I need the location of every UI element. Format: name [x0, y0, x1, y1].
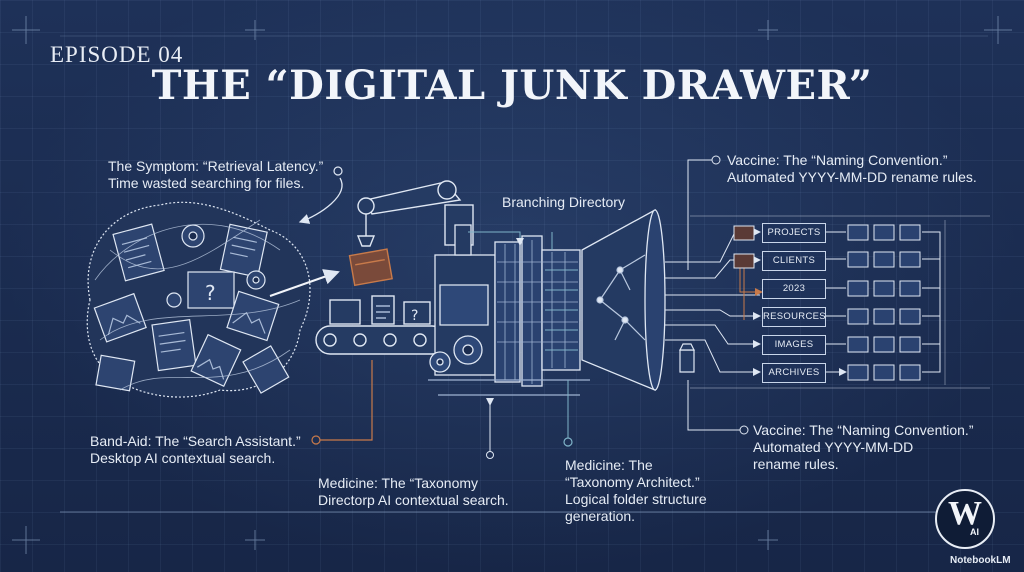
- folder-clients: CLIENTS: [762, 251, 826, 271]
- folder-grid: [690, 215, 990, 389]
- medicine-2-line-3: Logical folder structure: [565, 491, 707, 507]
- folder-archives: ARCHIVES: [762, 363, 826, 383]
- medicine-1-line-2: Directorp AI contextual search.: [318, 492, 509, 508]
- vaccine-top-line-2: Automated YYYY-MM-DD rename rules.: [727, 169, 977, 185]
- folder-2023: 2023: [762, 279, 826, 299]
- junk-pile: ?: [86, 201, 311, 398]
- symptom-caption: The Symptom: “Retrieval Latency.” Time w…: [108, 158, 323, 192]
- medicine-2-line-1: Medicine: The: [565, 457, 653, 473]
- frame-marks: [12, 16, 1012, 554]
- branching-directory-label: Branching Directory: [502, 194, 625, 210]
- page-title: THE “DIGITAL JUNK DRAWER”: [151, 62, 873, 109]
- medicine-caption-1: Medicine: The “Taxonomy Directorp AI con…: [318, 475, 509, 509]
- folder-images: IMAGES: [762, 335, 826, 355]
- sorting-funnel: [581, 208, 666, 391]
- episode-label: EPISODE 04: [50, 42, 184, 67]
- vaccine-bottom-line-2: Automated YYYY-MM-DD: [753, 439, 914, 455]
- symptom-line-2: Time wasted searching for files.: [108, 175, 305, 191]
- band-aid-line-2: Desktop AI contextual search.: [90, 450, 276, 466]
- band-aid-caption: Band-Aid: The “Search Assistant.” Deskto…: [90, 433, 301, 467]
- vaccine-bottom-line-1: Vaccine: The “Naming Convention.”: [753, 422, 974, 438]
- band-aid-line-1: Band-Aid: The “Search Assistant.”: [90, 433, 301, 449]
- svg-text:?: ?: [205, 281, 216, 305]
- logo-sub: AI: [970, 527, 979, 537]
- logo-letter: W: [948, 495, 982, 532]
- conveyor-belt: ?: [315, 295, 447, 355]
- medicine-2-line-2: “Taxonomy Architect.”: [565, 474, 700, 490]
- vaccine-top-line-1: Vaccine: The “Naming Convention.”: [727, 152, 948, 168]
- cleanup-bot-icon: [679, 343, 695, 373]
- medicine-caption-2: Medicine: The “Taxonomy Architect.” Logi…: [565, 457, 707, 525]
- vaccine-bottom-caption: Vaccine: The “Naming Convention.” Automa…: [753, 422, 973, 473]
- medicine-1-line-1: Medicine: The “Taxonomy: [318, 475, 479, 491]
- folder-projects: PROJECTS: [762, 223, 826, 243]
- vaccine-top-caption: Vaccine: The “Naming Convention.” Automa…: [727, 152, 977, 186]
- brand-logo: W AI: [935, 489, 995, 549]
- vaccine-bottom-line-3: rename rules.: [753, 456, 839, 472]
- svg-text:?: ?: [411, 308, 418, 324]
- source-credit: NotebookLM: [950, 555, 1011, 566]
- symptom-line-1: The Symptom: “Retrieval Latency.”: [108, 158, 324, 174]
- medicine-2-line-4: generation.: [565, 508, 636, 524]
- folder-resources: RESOURCES: [762, 307, 826, 327]
- question-folder-icon: [187, 271, 235, 309]
- tangle-lines: [94, 219, 301, 391]
